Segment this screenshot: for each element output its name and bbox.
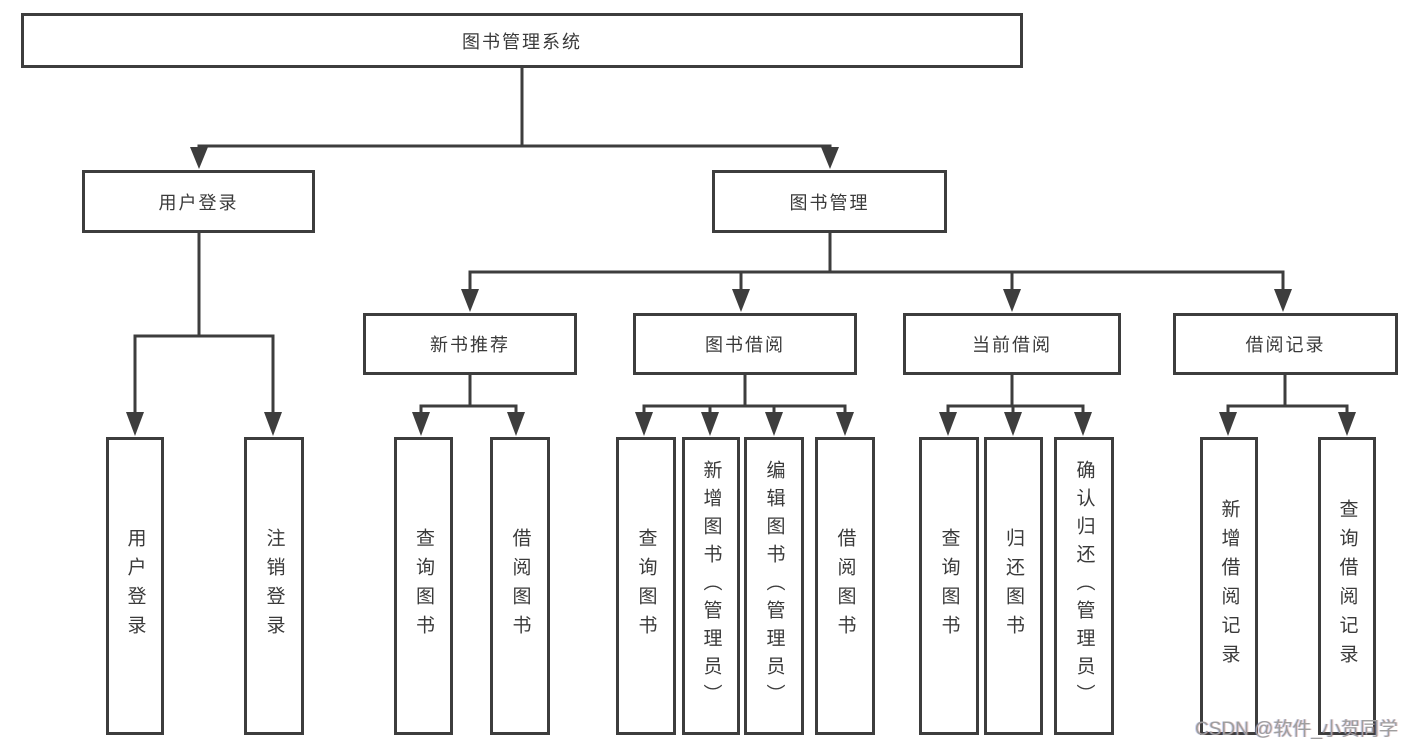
node-library-management-system: 图书管理系统 — [21, 13, 1023, 68]
node-user-login: 用户登录 — [82, 170, 315, 233]
leaf-confirm-return-admin: 确认归还（管理员） — [1054, 437, 1114, 735]
leaf-query-book-current: 查询图书 — [919, 437, 979, 735]
node-label: 借阅记录 — [1245, 335, 1326, 355]
node-book-management: 图书管理 — [712, 170, 947, 233]
leaf-query-borrow-record: 查询借阅记录 — [1318, 437, 1376, 735]
leaf-add-book-admin: 新增图书（管理员） — [682, 437, 740, 735]
leaf-label: 注销登录 — [263, 528, 285, 644]
leaf-label: 用户登录 — [124, 528, 146, 644]
csdn-watermark: CSDN @软件_小贺同学 — [1195, 719, 1398, 740]
leaf-label: 查询图书 — [635, 528, 657, 644]
node-label: 用户登录 — [158, 192, 239, 213]
leaf-edit-book-admin: 编辑图书（管理员） — [744, 437, 804, 735]
node-label: 图书管理 — [789, 192, 870, 213]
leaf-user-login: 用户登录 — [106, 437, 164, 735]
leaf-label: 编辑图书（管理员） — [763, 460, 785, 712]
node-label: 新书推荐 — [430, 335, 510, 355]
leaf-label: 新增借阅记录 — [1218, 499, 1240, 673]
node-label: 图书管理系统 — [462, 31, 582, 52]
leaf-query-book-recommendation: 查询图书 — [394, 437, 453, 735]
leaf-label: 借阅图书 — [509, 528, 531, 644]
leaf-label: 查询借阅记录 — [1336, 499, 1358, 673]
node-borrowing-records: 借阅记录 — [1173, 313, 1398, 375]
leaf-borrow-book: 借阅图书 — [815, 437, 875, 735]
node-label: 当前借阅 — [972, 335, 1052, 355]
node-current-borrowing: 当前借阅 — [903, 313, 1121, 375]
arrowhead-icons — [126, 147, 1356, 436]
node-new-book-recommendation: 新书推荐 — [363, 313, 577, 375]
leaf-logout: 注销登录 — [244, 437, 304, 735]
leaf-label: 查询图书 — [413, 528, 434, 644]
leaf-query-book-borrowing: 查询图书 — [616, 437, 676, 735]
leaf-label: 归还图书 — [1003, 528, 1024, 644]
leaf-label: 查询图书 — [938, 528, 960, 644]
leaf-add-borrow-record: 新增借阅记录 — [1200, 437, 1258, 735]
leaf-label: 确认归还（管理员） — [1073, 460, 1095, 712]
leaf-return-book: 归还图书 — [984, 437, 1043, 735]
leaf-label: 新增图书（管理员） — [700, 460, 722, 712]
leaf-label: 借阅图书 — [834, 528, 856, 644]
node-label: 图书借阅 — [705, 335, 785, 355]
node-book-borrowing: 图书借阅 — [633, 313, 857, 375]
leaf-borrow-book-recommendation: 借阅图书 — [490, 437, 550, 735]
